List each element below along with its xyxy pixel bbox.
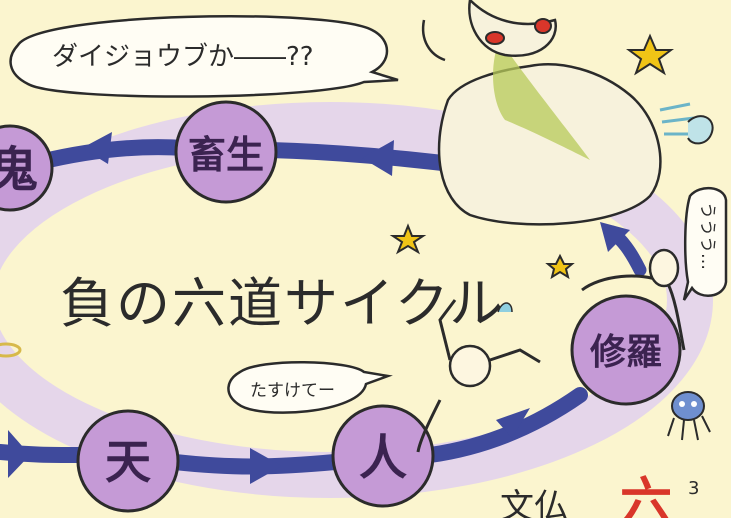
bottom-partial-text: 文仏 xyxy=(500,487,568,518)
help-bubble-text: たすけてー xyxy=(250,381,335,401)
arrow-head-left-lower xyxy=(8,430,30,478)
halo-icon xyxy=(0,342,22,358)
groan-bubble-text: ううう… xyxy=(697,202,717,270)
star-icon xyxy=(626,33,674,76)
arrow-head-left-upper xyxy=(82,132,112,164)
realm-hito-label: 人 xyxy=(359,430,407,486)
realm-oni: 鬼 xyxy=(0,124,54,212)
arrow-head-right xyxy=(600,222,630,252)
falling-person-illustration xyxy=(416,299,541,453)
realm-shura: 修羅 xyxy=(570,294,682,406)
bottom-corner-number: 3 xyxy=(688,478,699,499)
right-arrow-track xyxy=(600,222,647,277)
groan-speech-bubble: ううう… xyxy=(682,187,728,301)
bottom-corner-character: 六 xyxy=(620,472,672,518)
cycle-glow xyxy=(0,102,713,498)
top-bubble-text: ダイジョウブか――?? xyxy=(52,42,314,72)
realm-ten: 天 xyxy=(76,409,180,513)
realm-chikusho: 畜生 xyxy=(174,100,278,204)
star-icon xyxy=(545,253,575,280)
lower-arrow-track xyxy=(0,387,588,484)
help-speech-bubble: たすけてー xyxy=(227,361,393,414)
arrow-head-right-lower xyxy=(496,408,530,438)
realm-hito: 人 xyxy=(331,404,435,508)
cycle-title: 負の六道サイクル xyxy=(60,272,505,335)
sage-figure-illustration xyxy=(421,0,714,226)
clinging-figure-illustration xyxy=(581,248,686,351)
top-speech-bubble: ダイジョウブか――?? xyxy=(9,15,399,98)
realm-shura-label: 修羅 xyxy=(590,331,662,373)
blue-creature-illustration xyxy=(667,391,711,441)
arrow-head-mid-upper xyxy=(362,140,394,176)
star-icon xyxy=(389,223,427,255)
realm-ten-label: 天 xyxy=(105,435,151,489)
realm-oni-label: 鬼 xyxy=(0,142,38,198)
realm-chikusho-label: 畜生 xyxy=(188,132,264,177)
arrow-head-mid-lower xyxy=(250,448,282,484)
stars-decoration xyxy=(389,33,674,280)
